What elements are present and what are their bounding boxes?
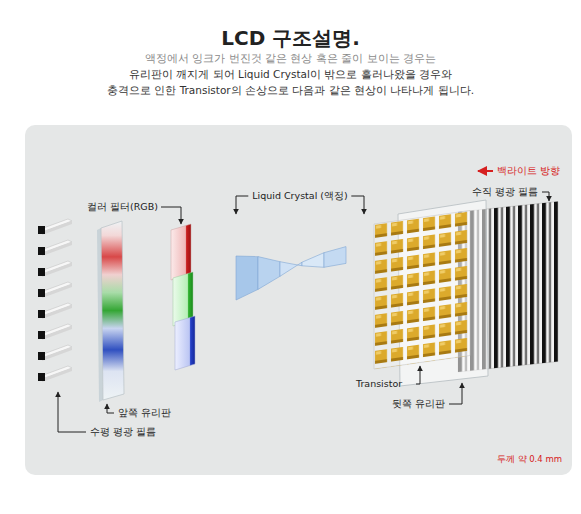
ribbon-segment (302, 253, 324, 268)
transistor-plate (374, 211, 470, 369)
intro-text: 충격으로 인한 Transistor의 손상으로 다음과 같은 현상이 나타나게… (107, 84, 474, 97)
direction-label: 백라이트 방향 (497, 165, 560, 177)
part-label: 앞쪽 유리판 (118, 407, 171, 418)
polarizer-slat (38, 240, 72, 256)
background-panel (25, 125, 572, 475)
polarizer-slat (38, 324, 72, 340)
transistor-cells (374, 211, 470, 369)
polarizer-slat (38, 303, 72, 319)
intro-text: 유리판이 깨지게 되어 Liquid Crystal이 밖으로 흘러나왔을 경우… (129, 68, 452, 81)
leader-line (542, 192, 549, 201)
part-label: 컬러 필터(RGB) (87, 201, 158, 212)
part-label: Liquid Crystal (액정) (248, 190, 351, 201)
leader-line (58, 392, 86, 432)
polarizer-slat (38, 345, 72, 361)
leader-line (161, 207, 181, 224)
page-title: LCD 구조설명. (221, 26, 360, 50)
ribbon-segment (258, 257, 280, 290)
polarizer-slat (38, 219, 72, 235)
liquid-crystal-ribbon (236, 247, 346, 300)
red-filter (171, 224, 191, 280)
polarizer-slat (38, 366, 72, 382)
part-label: 뒷쪽 유리판 (392, 398, 445, 409)
leader-line (449, 383, 462, 404)
blue-filter (175, 316, 195, 370)
transistor-grid (374, 211, 470, 369)
polarizer-slat (38, 261, 72, 277)
front-glass (101, 221, 124, 400)
ribbon-segment (280, 262, 302, 277)
part-label: 수평 평광 필름 (90, 426, 156, 437)
leader-line (107, 404, 114, 413)
ribbon-segment (236, 256, 258, 300)
intro-text: 액정에서 잉크가 번진것 같은 현상 혹은 줄이 보이는 경우는 (145, 52, 436, 65)
leader-line (416, 366, 420, 384)
ribbon-segment (324, 247, 346, 268)
backlight-arrow (478, 170, 493, 172)
polarizer-slat (38, 282, 72, 298)
part-label: Transistor (356, 378, 402, 389)
horizontal-polarizer (38, 219, 72, 382)
part-label: 수직 평광 필름 (472, 186, 538, 197)
dimension-label: 두께 약 0.4 mm (497, 454, 562, 464)
